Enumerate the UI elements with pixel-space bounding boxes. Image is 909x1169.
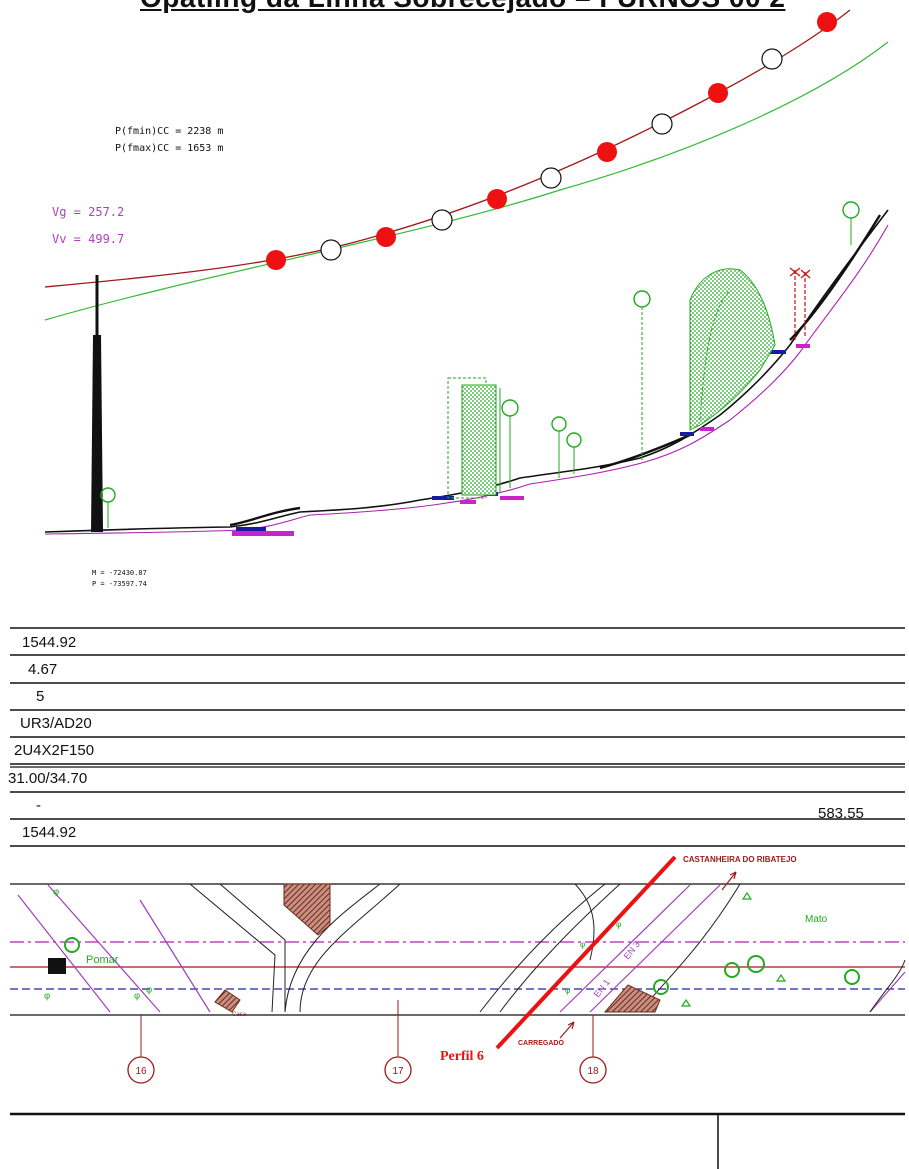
building [48,958,66,974]
road-label: EN 1 [592,977,612,999]
ground-feature [796,344,810,348]
plan-boundaries [10,883,905,1169]
mato-label: Mato [805,914,828,925]
conductor-marker-filled [708,83,728,103]
marker-label: 18 [587,1066,599,1077]
ground-feature [770,350,786,354]
conductor-marker-filled [487,189,507,209]
conductor-marker-open [431,209,453,231]
marker-label: 16 [135,1066,147,1077]
station-marker-16: 16 [127,1015,155,1084]
pole-symbol [789,267,811,340]
plan-vegetation [64,937,860,995]
table-row: 5 [36,688,44,705]
conductor-marker-open [320,239,342,261]
svg-text:ᵠ: ᵠ [134,989,140,1005]
tree-icon [551,416,567,478]
table-row: - [36,797,41,814]
tree-icon [842,201,860,245]
svg-text:ᵠ: ᵠ [616,919,621,933]
pomar-label: Pomar [86,954,119,966]
conductor-marker-filled [376,227,396,247]
conductor-marker-open [651,113,673,135]
conductor-markers [266,12,837,270]
town-label: CASTANHEIRA DO RIBATEJO [683,855,797,864]
table-row: 31.00/34.70 [8,770,87,787]
station-marker-17: 17 [384,1000,412,1084]
conductor-marker-open [761,48,783,70]
table-row: 4.67 [28,661,57,678]
fmax-label: P(fmax)CC = 1653 m [115,143,223,154]
coord-m: M = -72430.87 [92,569,147,577]
building [214,989,241,1013]
carregado-label: CARREGADO [518,1040,564,1047]
vv-label: Vv = 499.7 [52,232,124,246]
tree-icon [633,290,651,460]
tree-icon [501,399,519,488]
casa-label: Casa [232,1012,247,1018]
road-edges [189,883,906,1013]
svg-text:ᵠ: ᵠ [53,885,59,901]
ground-feature [236,527,266,531]
building [283,883,331,936]
table-right-value: 583.55 [818,805,864,822]
table-row: 1544.92 [22,824,76,841]
ground-feature [500,496,524,500]
ground-feature [432,496,454,500]
fmin-label: P(fmin)CC = 2238 m [115,126,223,137]
tree-icon [100,487,116,528]
vegetation-block [689,268,776,431]
vg-label: Vg = 257.2 [52,205,124,219]
page-title: Ópatiing da Linha Sobrecejado – FURNOS 0… [140,0,800,14]
plan-vegetation: ᵠ ᵠ ᵠ ᵠ ᵠ ᵠ ᵠ [44,885,787,1007]
perfil-label: Perfil 6 [440,1049,484,1064]
table-row: 2U4X2F150 [14,742,94,759]
ground-feature [680,432,694,436]
svg-text:ᵠ: ᵠ [580,939,585,953]
marker-label: 17 [392,1066,404,1077]
arrow-symbol [559,871,737,1039]
station-marker-18: 18 [579,1015,607,1084]
clearance-curve [44,41,889,321]
ground-feature [700,427,714,431]
svg-text:ᵠ: ᵠ [146,983,152,999]
tree-icon [566,432,582,474]
svg-text:ᵠ: ᵠ [565,985,570,999]
table-row: UR3/AD20 [20,715,92,732]
vegetation-block [447,377,501,499]
building [603,984,661,1013]
svg-text:ᵠ: ᵠ [44,989,50,1005]
coord-p: P = -73597.74 [92,580,147,588]
perfil-line [495,855,677,1050]
conductor-marker-filled [817,12,837,32]
conductor-marker-filled [266,250,286,270]
conductor-marker-open [540,167,562,189]
parcel-lines [17,884,906,1013]
ground-feature [460,500,476,504]
conductor-marker-filled [597,142,617,162]
support-tower [91,275,103,532]
profile-table [10,627,905,847]
table-row: 1544.92 [22,634,76,651]
ground-feature [232,531,294,536]
